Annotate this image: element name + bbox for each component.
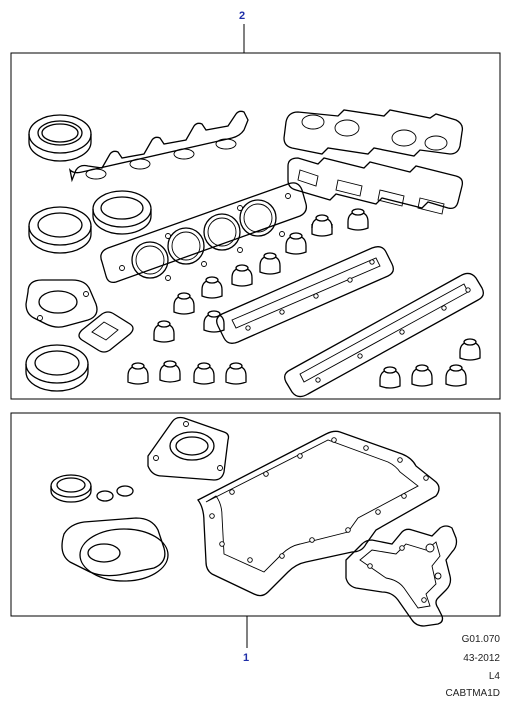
oil-seal-4 bbox=[25, 344, 89, 392]
flange-gasket bbox=[25, 279, 98, 328]
bottom-kit-frame bbox=[10, 412, 501, 617]
crank-front-seal bbox=[50, 474, 92, 503]
front-cover-gasket bbox=[345, 525, 458, 627]
callout-1[interactable]: 1 bbox=[243, 616, 249, 664]
intake-manifold-gasket bbox=[287, 157, 464, 215]
oil-seal-1 bbox=[28, 114, 92, 162]
top-kit-frame bbox=[10, 52, 501, 400]
rocker-cover-gasket bbox=[68, 110, 249, 183]
cylinder-head-gasket bbox=[100, 182, 308, 284]
callout-1-label: 1 bbox=[243, 652, 249, 664]
callout-2-label: 2 bbox=[239, 10, 245, 22]
o-ring-1 bbox=[96, 490, 114, 502]
oil-seal-2 bbox=[28, 206, 92, 254]
cam-cover-gasket-2 bbox=[284, 272, 484, 398]
valve-stem-seals-upper bbox=[153, 208, 369, 343]
oil-pump-gasket bbox=[61, 517, 169, 582]
figure-reference: G01.070 bbox=[461, 634, 500, 645]
figure-code: CABTMA1D bbox=[445, 688, 500, 699]
rear-seal-housing bbox=[147, 416, 230, 481]
callout-2[interactable]: 2 bbox=[239, 10, 245, 53]
oil-sump-gasket bbox=[197, 430, 440, 597]
cam-cover-gasket bbox=[216, 246, 394, 344]
exhaust-manifold-gasket bbox=[283, 109, 464, 157]
engine-code: L4 bbox=[488, 671, 500, 682]
oil-seal-3 bbox=[92, 190, 152, 235]
o-ring-2 bbox=[116, 485, 134, 497]
valve-stem-seals-lower bbox=[127, 338, 481, 389]
figure-date: 43-2012 bbox=[463, 653, 500, 664]
water-outlet-gasket bbox=[78, 311, 134, 353]
